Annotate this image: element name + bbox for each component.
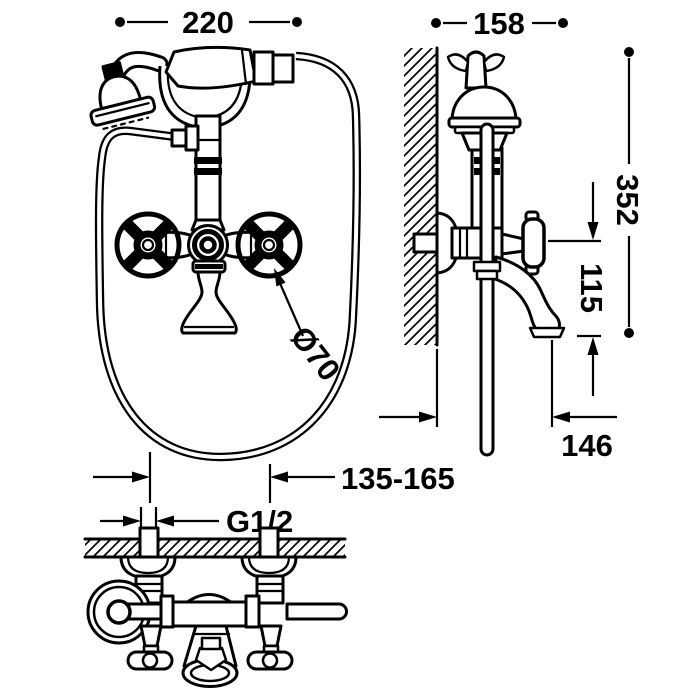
shower-head-front xyxy=(89,61,157,130)
cross-handle-left xyxy=(114,211,182,279)
cross-handle-left-plan xyxy=(126,624,174,671)
diverter-knob xyxy=(187,224,229,266)
dim-label-center-to-outlet: 115 xyxy=(574,263,609,313)
dim-label-overall-width: 220 xyxy=(182,5,234,40)
side-view: 158 xyxy=(379,6,645,463)
dim-overall-width: 220 xyxy=(115,5,302,40)
dim-spout-reach: 146 xyxy=(379,340,617,463)
handshower-grip-plan xyxy=(285,602,348,621)
dim-holder-width: 158 xyxy=(431,6,568,41)
riser-column-front xyxy=(170,114,226,232)
inlet-stub-right xyxy=(258,526,280,559)
dim-handle-diameter: Ø70 xyxy=(274,268,347,387)
shower-hose-front xyxy=(94,51,362,462)
tub-spout-plan xyxy=(181,624,239,688)
dim-center-to-outlet: 115 xyxy=(548,182,609,396)
handshower-plan xyxy=(86,579,348,645)
inlet-stub-left xyxy=(138,526,160,559)
dim-label-spout-reach: 146 xyxy=(561,428,613,463)
cross-handle-right xyxy=(235,211,303,279)
dim-overall-height: 352 xyxy=(610,47,645,338)
plan-wall-hatch xyxy=(83,537,347,559)
hose-collar xyxy=(472,260,502,273)
cradle-clamp-left xyxy=(159,594,175,629)
dim-label-overall-height: 352 xyxy=(610,174,645,226)
shower-hose-side xyxy=(472,122,502,457)
dim-inlet-spacing: 135-165 xyxy=(93,452,455,503)
cross-handle-right-plan xyxy=(246,624,294,671)
handshower-front xyxy=(89,45,295,130)
dim-label-holder-width: 158 xyxy=(473,6,525,41)
tub-spout-side xyxy=(493,255,566,339)
dim-label-inlet-spacing: 135-165 xyxy=(341,461,455,496)
front-view: 220 xyxy=(89,5,362,462)
cross-handle-side xyxy=(521,217,546,269)
mixer-body-plan xyxy=(164,593,254,628)
plan-view xyxy=(83,526,348,688)
inlet-pipe-side xyxy=(412,232,439,254)
cradle-clamp-right xyxy=(244,594,261,629)
side-wall-hatch xyxy=(404,46,439,347)
tub-spout-front xyxy=(180,270,238,335)
